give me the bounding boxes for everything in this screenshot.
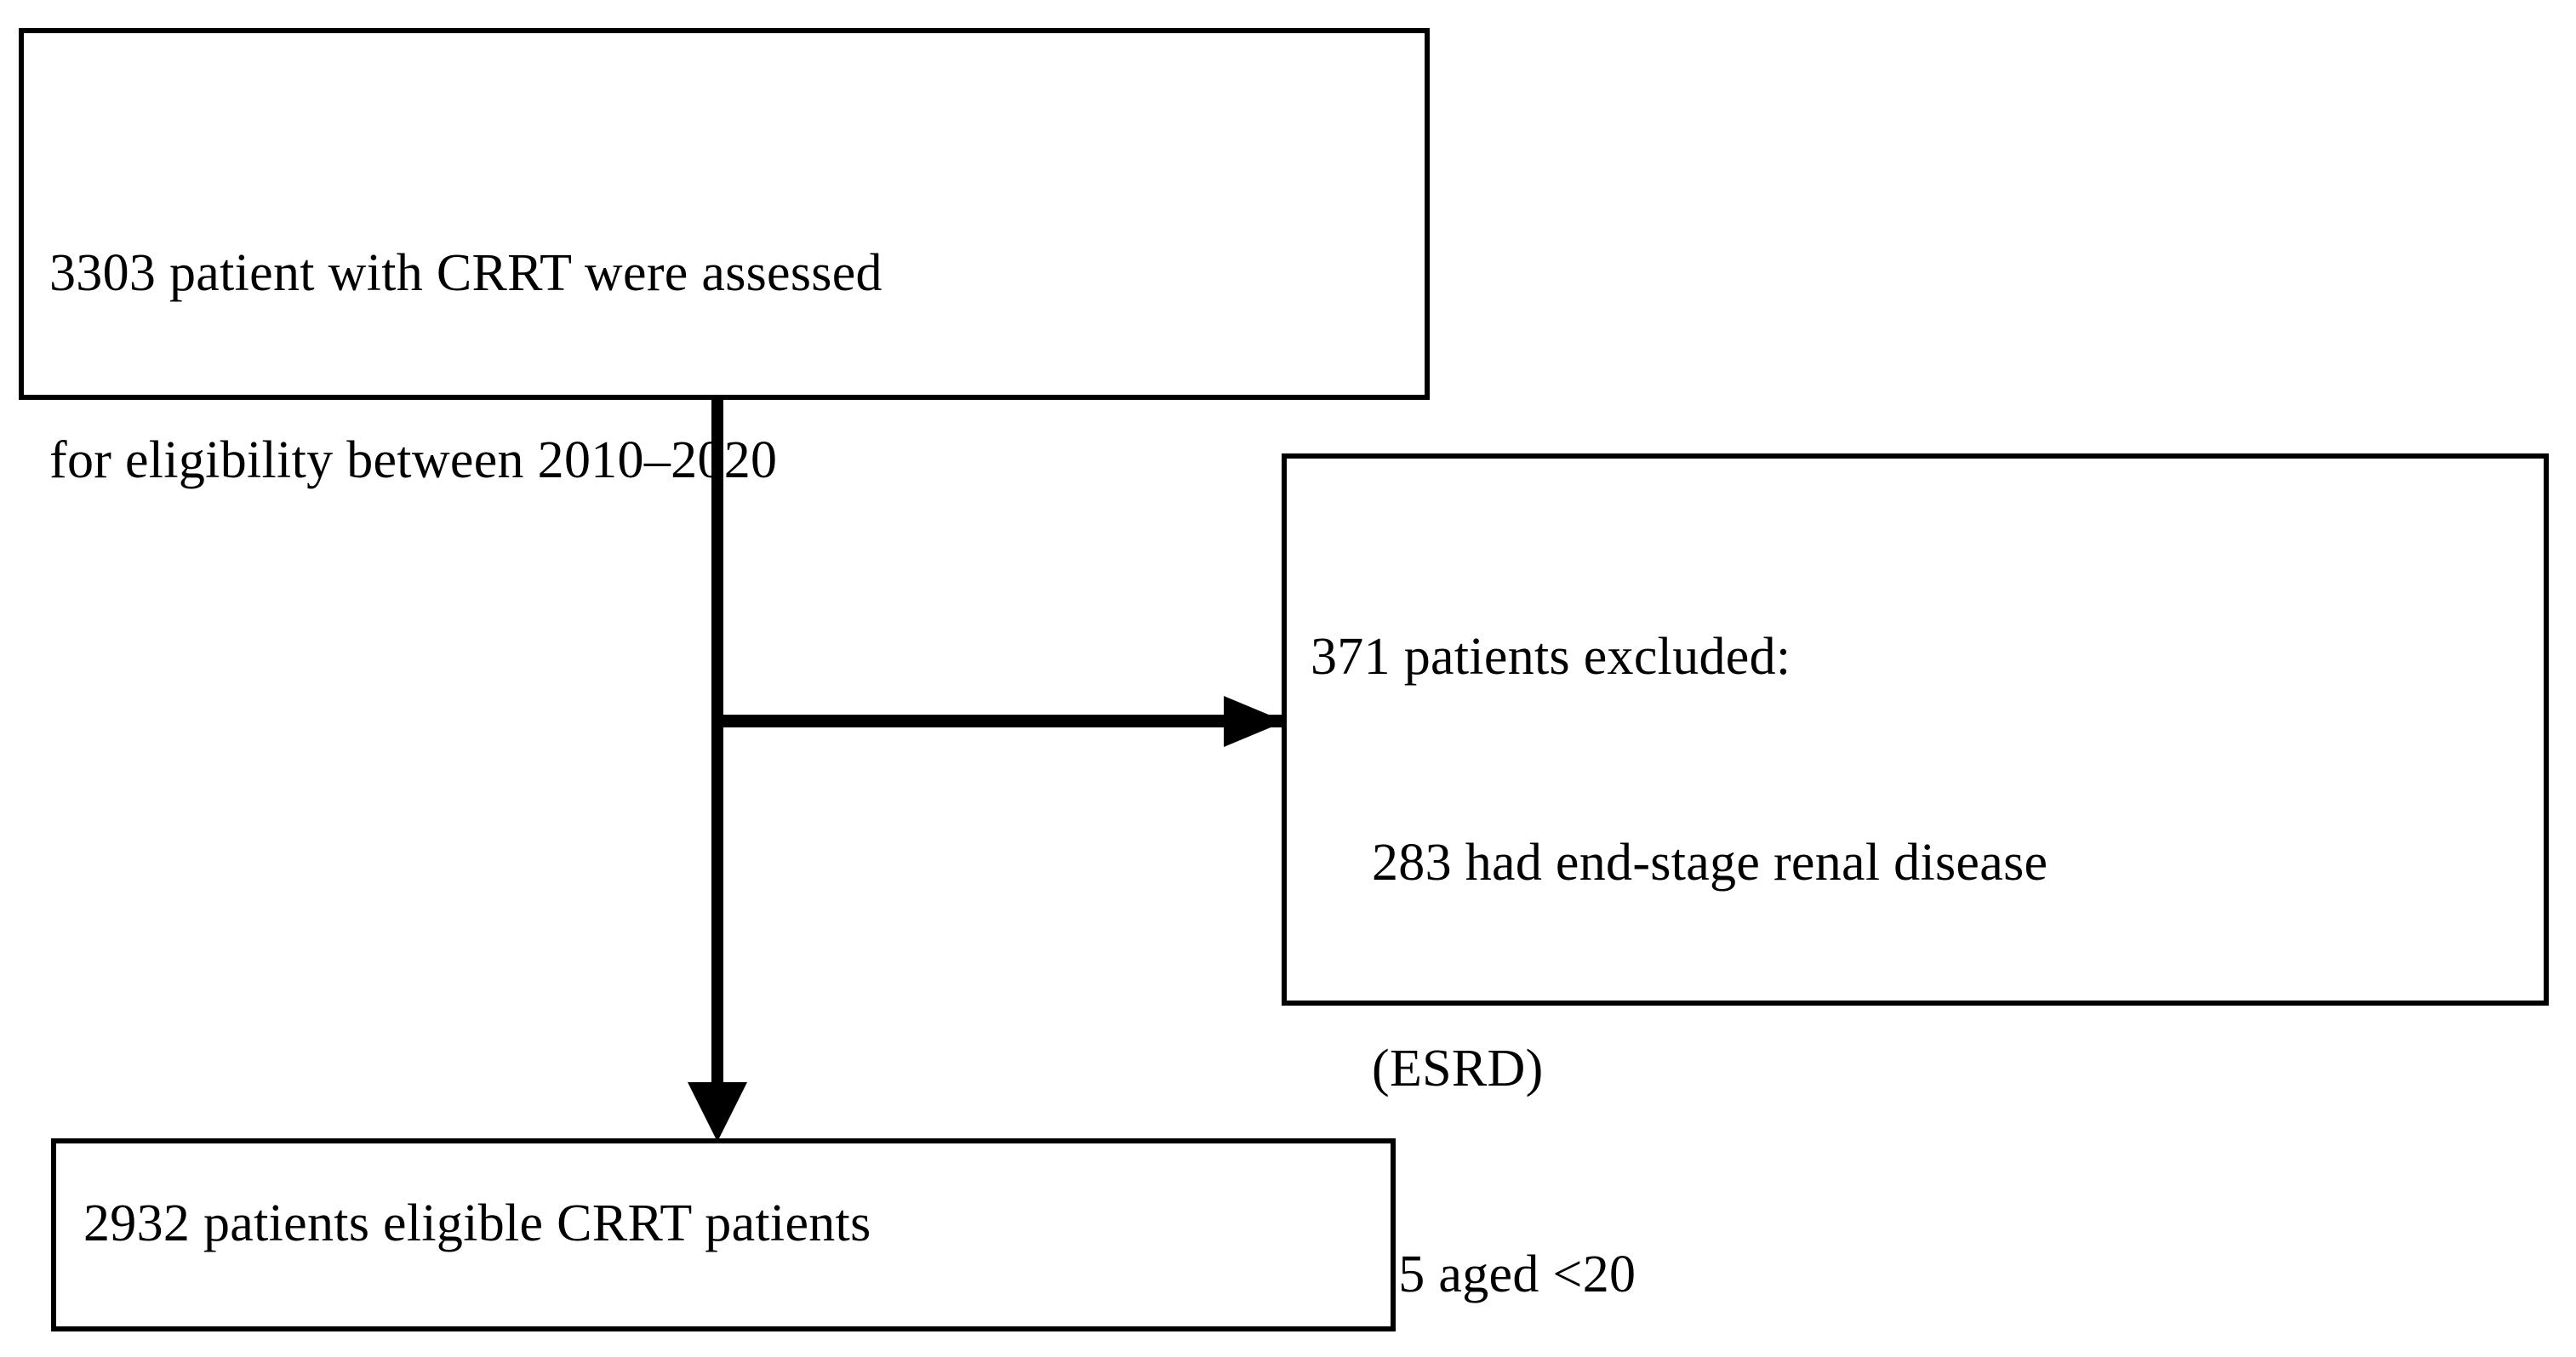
assessed-box: 3303 patient with CRRT were assessed for…	[19, 28, 1430, 489]
vertical-trunk-connector	[711, 396, 723, 1096]
excluded-reason-esrd-abbrev: (ESRD)	[1372, 1039, 1544, 1098]
excluded-box: 371 patients excluded: 283 had end-stage…	[1282, 453, 2549, 1303]
horizontal-branch-connector	[717, 715, 1284, 727]
excluded-box-text: 371 patients excluded: 283 had end-stage…	[1311, 486, 2048, 1357]
arrowhead-down-icon	[688, 1082, 747, 1142]
assessed-box-text: 3303 patient with CRRT were assessed for…	[49, 118, 1394, 616]
eligible-box: 2932 patients eligible CRRT patients	[51, 1138, 1396, 1331]
arrowhead-right-icon	[1224, 696, 1285, 747]
assessed-line-2: for eligibility between 2010–2020	[49, 430, 778, 489]
assessed-line-1: 3303 patient with CRRT were assessed	[49, 244, 882, 303]
eligible-box-text: 2932 patients eligible CRRT patients	[83, 1195, 871, 1252]
excluded-reason-esrd: 283 had end-stage renal disease	[1372, 833, 2048, 892]
excluded-heading: 371 patients excluded:	[1311, 628, 1791, 687]
excluded-reason-age: 15 aged <20	[1372, 1245, 1636, 1303]
